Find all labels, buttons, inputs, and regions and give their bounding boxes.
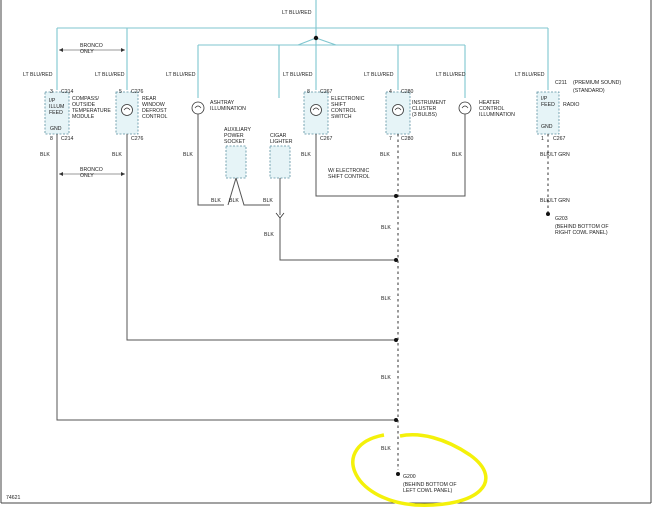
- label-c267-top: C267: [320, 89, 333, 95]
- blk-ground-wiring: [56, 114, 549, 470]
- label-pin-4: 4: [389, 89, 392, 95]
- instrument-cluster: [385, 91, 411, 135]
- splice-dot-1: [394, 194, 398, 198]
- heater-control-illumination-bulb: [458, 101, 472, 115]
- label-g200: G200: [403, 474, 416, 480]
- bronco-only-arrow-bottom: [59, 172, 125, 176]
- label-pin-5-rear: 5: [119, 89, 122, 95]
- label-c276-top: C276: [131, 89, 144, 95]
- label-lt-blu-red-heater: LT BLU/RED: [436, 72, 466, 78]
- label-blk-lt-grn-2: BLK/LT GRN: [540, 198, 570, 204]
- label-c214-bottom: C214: [61, 136, 74, 142]
- label-c211: C211: [555, 80, 567, 86]
- label-blk-lt-grn-1: BLK/LT GRN: [540, 152, 570, 158]
- label-c267-bottom: C267: [320, 136, 333, 142]
- lt-blu-red-wiring: [56, 0, 549, 98]
- label-lt-blu-red-compass: LT BLU/RED: [23, 72, 53, 78]
- auxiliary-power-socket: [225, 145, 247, 179]
- label-c276-bottom: C276: [131, 136, 144, 142]
- highlight-ellipse: [351, 433, 488, 507]
- label-blk-heater: BLK: [452, 152, 462, 158]
- label-pin-8: 8: [50, 136, 53, 142]
- label-blk-cigar-2: BLK: [264, 232, 274, 238]
- label-premium-sound: (PREMIUM SOUND): [573, 80, 621, 86]
- ground-g203-dot: [546, 212, 550, 216]
- label-pin-7: 7: [389, 136, 392, 142]
- label-blk-shift: BLK: [301, 152, 311, 158]
- label-lt-blu-red-radio: LT BLU/RED: [515, 72, 545, 78]
- splice-dot-top: [313, 35, 319, 41]
- ashtray-illumination-bulb: [191, 101, 205, 115]
- splice-dot-4: [394, 418, 398, 422]
- label-gnd-radio: GND: [541, 124, 553, 130]
- splice-dot-2: [394, 258, 398, 262]
- diagram-labels: LT BLU/RED LT BLU/RED LT BLU/RED LT BLU/…: [6, 10, 621, 501]
- label-lt-blu-red-ashtray: LT BLU/RED: [166, 72, 196, 78]
- cigar-connector-mark: [275, 212, 285, 219]
- label-blk-compass: BLK: [40, 152, 50, 158]
- label-radio: RADIO: [563, 102, 579, 108]
- label-gnd-compass: GND: [50, 126, 62, 132]
- compass-module: [44, 91, 70, 135]
- label-pin-8-shift: 8: [307, 89, 310, 95]
- cigar-lighter: [269, 145, 291, 179]
- label-blk-cluster: BLK: [380, 152, 390, 158]
- label-figure-id: 74621: [6, 495, 21, 501]
- label-c280-bottom: C280: [401, 136, 414, 142]
- bronco-only-arrow-top: [59, 48, 125, 52]
- label-blk-main-3: BLK: [381, 375, 391, 381]
- label-lt-blu-red-shift: LT BLU/RED: [364, 72, 394, 78]
- label-blk-aux-2: BLK: [229, 198, 239, 204]
- label-standard: (STANDARD): [573, 88, 605, 94]
- label-blk-main-4: BLK: [381, 446, 391, 452]
- label-blk-cigar-1: BLK: [263, 198, 273, 204]
- label-blk-aux-1: BLK: [211, 198, 221, 204]
- rear-window-defrost-control: [115, 91, 139, 135]
- label-lt-blu-red-rear: LT BLU/RED: [95, 72, 125, 78]
- electronic-shift-control-switch: [303, 91, 329, 135]
- label-c267-radio: C267: [553, 136, 566, 142]
- label-lt-blu-red-top: LT BLU/RED: [282, 10, 312, 16]
- label-pin-3: 3: [50, 89, 53, 95]
- label-lt-blu-red-cigar: LT BLU/RED: [283, 72, 313, 78]
- label-blk-main-2: BLK: [381, 296, 391, 302]
- label-g203: G203: [555, 216, 568, 222]
- label-blk-ashtray: BLK: [183, 152, 193, 158]
- splice-dot-3: [394, 338, 398, 342]
- label-c214-top: C214: [61, 89, 74, 95]
- ground-g200-dot: [396, 472, 400, 476]
- label-c280-top: C280: [401, 89, 414, 95]
- label-blk-rear: BLK: [112, 152, 122, 158]
- label-blk-main-1: BLK: [381, 225, 391, 231]
- label-pin-1: 1: [541, 136, 544, 142]
